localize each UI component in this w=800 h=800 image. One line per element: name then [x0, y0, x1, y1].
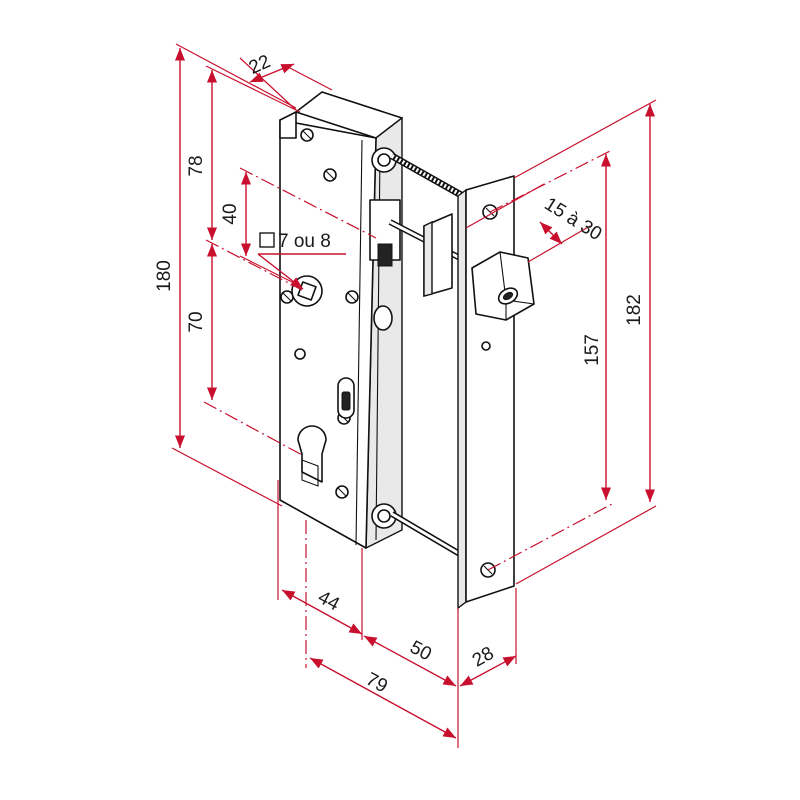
- square-spindle-label: 7 ou 8: [259, 231, 331, 252]
- dim-label-180: 180: [154, 260, 175, 292]
- dim-label-44: 44: [314, 587, 343, 616]
- cylinder-cutout: [297, 425, 327, 483]
- dim-label-182: 182: [624, 294, 645, 326]
- screw-icon: [300, 128, 314, 142]
- plate-hole: [481, 341, 491, 351]
- dim-label-78: 78: [186, 155, 207, 176]
- strike-keeper: [471, 251, 535, 321]
- screw-icon: [323, 168, 337, 182]
- face-plate: [457, 175, 515, 610]
- square-icon: [259, 232, 275, 248]
- screw-icon: [280, 290, 294, 304]
- dim-label-40: 40: [220, 203, 241, 224]
- spindle-top: [371, 147, 397, 173]
- screw-icon: [335, 485, 349, 499]
- dim-label-15-a-30: 15 à 30: [540, 194, 605, 245]
- screw-icon: [345, 290, 359, 304]
- dimension-lines: [171, 43, 657, 748]
- rivet: [294, 348, 306, 360]
- dim-label-157: 157: [582, 334, 603, 366]
- dim-label-28: 28: [469, 643, 498, 672]
- lock-body-notch: [279, 111, 297, 139]
- follower-hub: [291, 275, 323, 307]
- face-plate-front: [465, 175, 515, 603]
- dim-label-square: 7 ou 8: [278, 231, 331, 252]
- dim-label-79: 79: [362, 669, 391, 697]
- threaded-rod: [390, 152, 472, 204]
- lock-body: [279, 91, 403, 550]
- dim-label-70: 70: [186, 311, 207, 332]
- spindle-bottom: [371, 503, 397, 529]
- lower-rod: [390, 511, 472, 563]
